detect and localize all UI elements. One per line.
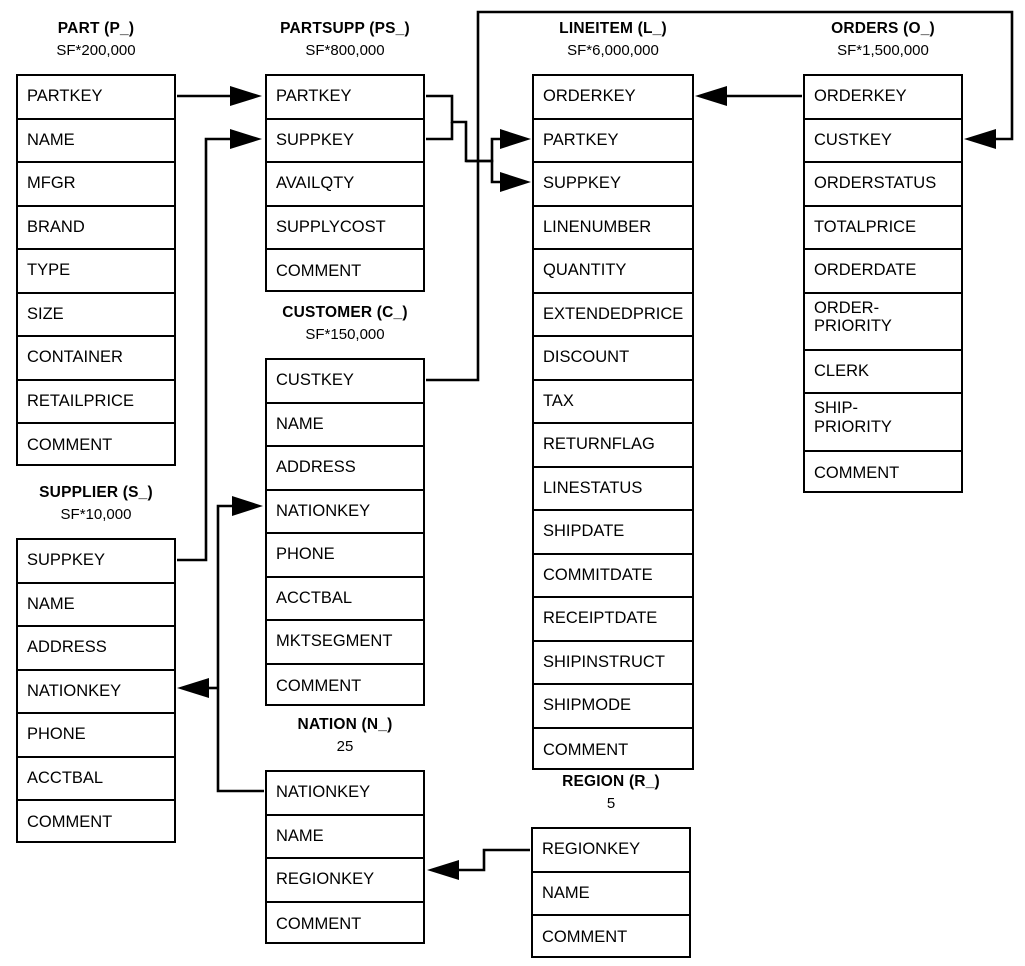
field-lineitem-commitdate: COMMITDATE xyxy=(534,555,692,598)
connector-region-regionkey-to-nation-regionkey xyxy=(427,848,530,880)
table-title-orders: ORDERS (O_) xyxy=(831,20,935,37)
field-supplier-suppkey: SUPPKEY xyxy=(18,540,174,584)
table-title-partsupp: PARTSUPP (PS_) xyxy=(280,20,410,37)
field-orders-custkey: CUSTKEY xyxy=(805,120,961,163)
field-partsupp-availqty: AVAILQTY xyxy=(267,163,423,207)
field-supplier-address: ADDRESS xyxy=(18,627,174,671)
field-supplier-name: NAME xyxy=(18,584,174,627)
connector-partsupp-suppkey-to-lineitem-suppkey xyxy=(426,122,531,192)
field-lineitem-returnflag: RETURNFLAG xyxy=(534,424,692,468)
field-supplier-nationkey: NATIONKEY xyxy=(18,671,174,714)
field-lineitem-shipdate: SHIPDATE xyxy=(534,511,692,555)
field-part-retailprice: RETAILPRICE xyxy=(18,381,174,424)
field-partsupp-suppkey: SUPPKEY xyxy=(267,120,423,163)
table-cardinality-nation: 25 xyxy=(336,738,354,755)
field-orders-comment: COMMENT xyxy=(814,464,900,483)
table-cardinality-region: 5 xyxy=(606,795,616,812)
table-title-lineitem: LINEITEM (L_) xyxy=(559,20,667,37)
field-orders-order-priority: ORDER-PRIORITY xyxy=(805,294,961,351)
field-customer-phone: PHONE xyxy=(267,534,423,578)
field-region-comment: COMMENT xyxy=(542,928,628,947)
field-lineitem-partkey: PARTKEY xyxy=(534,120,692,163)
table-cardinality-partsupp: SF*800,000 xyxy=(305,42,385,59)
connector-part-partkey-to-partsupp-partkey xyxy=(177,86,262,106)
field-customer-address: ADDRESS xyxy=(267,447,423,491)
table-title-region: REGION (R_) xyxy=(562,773,660,790)
field-orders-orderdate: ORDERDATE xyxy=(805,250,961,294)
field-orders-clerk: CLERK xyxy=(805,351,961,395)
field-nation-nationkey: NATIONKEY xyxy=(267,772,423,816)
connector-nation-nationkey-to-supplier-nationkey xyxy=(177,678,218,698)
table-cardinality-part: SF*200,000 xyxy=(56,42,136,59)
field-region-name: NAME xyxy=(533,873,689,916)
field-part-partkey: PARTKEY xyxy=(18,76,174,120)
field-partsupp-supplycost: SUPPLYCOST xyxy=(267,207,423,250)
field-customer-name: NAME xyxy=(267,404,423,447)
field-lineitem-quantity: QUANTITY xyxy=(534,250,692,294)
field-customer-comment: COMMENT xyxy=(276,676,362,695)
table-title-nation: NATION (N_) xyxy=(297,716,393,733)
table-cardinality-lineitem: SF*6,000,000 xyxy=(567,42,659,59)
field-lineitem-suppkey: SUPPKEY xyxy=(534,163,692,207)
field-part-container: CONTAINER xyxy=(18,337,174,381)
field-lineitem-receiptdate: RECEIPTDATE xyxy=(534,598,692,642)
field-lineitem-shipmode: SHIPMODE xyxy=(534,685,692,729)
field-supplier-acctbal: ACCTBAL xyxy=(18,758,174,801)
connector-partsupp-partkey-to-lineitem-partkey xyxy=(426,94,531,163)
field-orders-ship-priority: SHIP-PRIORITY xyxy=(805,394,961,452)
field-partsupp-partkey: PARTKEY xyxy=(267,76,423,120)
field-part-comment: COMMENT xyxy=(27,436,113,455)
field-customer-custkey: CUSTKEY xyxy=(267,360,423,404)
field-region-regionkey: REGIONKEY xyxy=(533,829,689,873)
field-lineitem-linestatus: LINESTATUS xyxy=(534,468,692,511)
field-lineitem-linenumber: LINENUMBER xyxy=(534,207,692,250)
table-cardinality-orders: SF*1,500,000 xyxy=(837,42,929,59)
connector-orders-orderkey-to-lineitem-orderkey xyxy=(695,86,802,106)
table-title-supplier: SUPPLIER (S_) xyxy=(39,484,153,501)
table-cardinality-supplier: SF*10,000 xyxy=(60,506,132,523)
field-orders-totalprice: TOTALPRICE xyxy=(805,207,961,250)
field-partsupp-comment: COMMENT xyxy=(276,262,362,281)
field-lineitem-shipinstruct: SHIPINSTRUCT xyxy=(534,642,692,685)
table-title-part: PART (P_) xyxy=(57,20,135,37)
field-lineitem-extendedprice: EXTENDEDPRICE xyxy=(534,294,692,337)
field-nation-name: NAME xyxy=(267,816,423,859)
field-nation-regionkey: REGIONKEY xyxy=(267,859,423,903)
field-customer-acctbal: ACCTBAL xyxy=(267,578,423,621)
table-title-customer: CUSTOMER (C_) xyxy=(282,304,408,321)
field-supplier-phone: PHONE xyxy=(18,714,174,758)
field-lineitem-orderkey: ORDERKEY xyxy=(534,76,692,120)
field-customer-mktsegment: MKTSEGMENT xyxy=(267,621,423,665)
table-cardinality-customer: SF*150,000 xyxy=(305,326,385,343)
field-supplier-comment: COMMENT xyxy=(27,813,113,832)
field-lineitem-tax: TAX xyxy=(534,381,692,424)
field-part-size: SIZE xyxy=(18,294,174,337)
field-orders-orderkey: ORDERKEY xyxy=(805,76,961,120)
field-part-name: NAME xyxy=(18,120,174,163)
field-lineitem-comment: COMMENT xyxy=(543,740,629,759)
field-nation-comment: COMMENT xyxy=(276,914,362,933)
field-lineitem-discount: DISCOUNT xyxy=(534,337,692,381)
field-part-brand: BRAND xyxy=(18,207,174,250)
field-part-type: TYPE xyxy=(18,250,174,294)
field-part-mfgr: MFGR xyxy=(18,163,174,207)
field-orders-orderstatus: ORDERSTATUS xyxy=(805,163,961,207)
field-customer-nationkey: NATIONKEY xyxy=(267,491,423,534)
